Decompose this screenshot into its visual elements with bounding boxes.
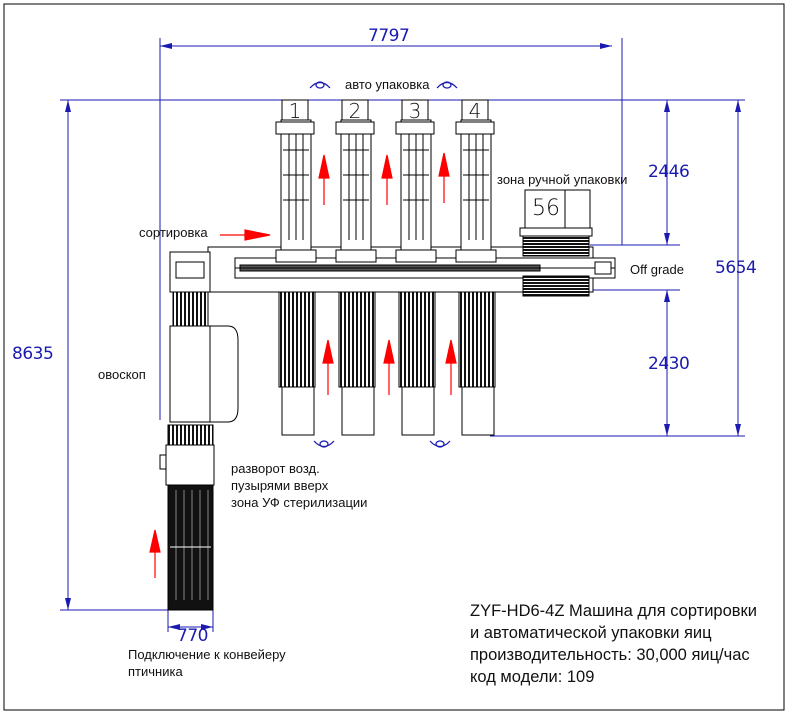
dimension-upper-depth: 2446 bbox=[648, 162, 690, 182]
packer-number-2: 2 bbox=[348, 99, 362, 123]
drawing-frame bbox=[3, 3, 785, 711]
label-uv-zone: зона УФ стерилизации bbox=[231, 495, 368, 510]
label-sorting: сортировка bbox=[139, 225, 208, 240]
title-line-4: код модели: 109 bbox=[470, 668, 595, 686]
title-line-2: и автоматической упаковки яиц bbox=[470, 624, 712, 642]
title-line-3: производительность: 30,000 яиц/час bbox=[470, 646, 750, 664]
arrow-up-infeed bbox=[149, 529, 161, 578]
title-block: ZYF-HD6-4Z Машина для сортировки и автом… bbox=[470, 600, 757, 688]
flow-arrows bbox=[149, 152, 457, 578]
arrow-up-5 bbox=[383, 339, 395, 395]
label-turnover-1: разворот возд. bbox=[231, 461, 320, 476]
manual-station-numbers: 56 bbox=[532, 196, 560, 221]
arrow-up-6 bbox=[445, 339, 457, 395]
packer-number-4: 4 bbox=[468, 99, 482, 123]
infeed-line bbox=[159, 291, 239, 611]
dimension-right-height: 5654 bbox=[715, 258, 757, 278]
arrow-up-2 bbox=[381, 154, 393, 205]
label-ovoscope: овоскоп bbox=[98, 367, 146, 382]
label-auto-packing: авто упаковка bbox=[345, 77, 430, 92]
dimension-lines bbox=[60, 38, 745, 632]
dimension-arrowheads bbox=[65, 43, 741, 630]
dimension-lower-depth: 2430 bbox=[648, 354, 690, 374]
label-off-grade: Off grade bbox=[630, 262, 684, 277]
dimension-infeed-width: 770 bbox=[177, 626, 208, 646]
label-manual-packing-zone: зона ручной упаковки bbox=[497, 172, 628, 187]
upper-packers bbox=[275, 99, 497, 263]
dimension-overall-height: 8635 bbox=[12, 344, 54, 364]
arrow-up-4 bbox=[322, 339, 334, 395]
packer-number-1: 1 bbox=[288, 99, 302, 123]
label-turnover-2: пузырями вверх bbox=[231, 478, 329, 493]
arrow-up-3 bbox=[438, 152, 450, 203]
arrow-right-sorting bbox=[220, 229, 271, 241]
lower-packers bbox=[278, 291, 496, 436]
dimension-overall-width: 7797 bbox=[368, 26, 410, 46]
title-line-1: ZYF-HD6-4Z Машина для сортировки bbox=[470, 602, 757, 620]
label-connection-1: Подключение к конвейеру bbox=[128, 647, 286, 662]
packer-number-3: 3 bbox=[408, 99, 422, 123]
arrow-up-1 bbox=[318, 154, 330, 205]
label-connection-2: птичника bbox=[128, 664, 183, 679]
manual-packing-station bbox=[519, 189, 593, 297]
